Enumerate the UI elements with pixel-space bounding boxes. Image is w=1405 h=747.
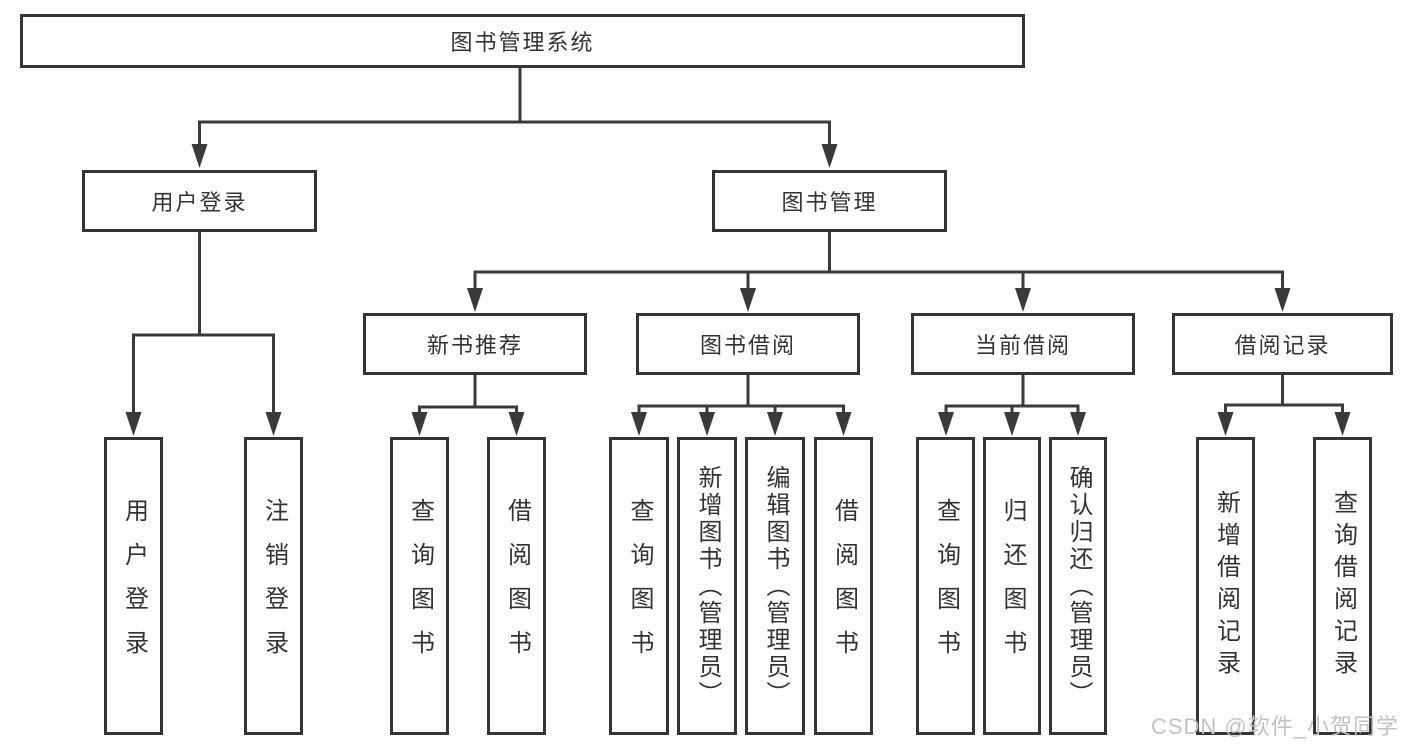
- node-current-borrowing-label: 当前借阅: [974, 333, 1071, 358]
- node-new-book-recommend-label: 新书推荐: [426, 333, 523, 358]
- leaf-edit-books-admin: 编辑图书（管理员）: [745, 437, 805, 735]
- leaf-borrowing-borrow-books-label: 借阅图书: [830, 498, 858, 674]
- csdn-watermark: CSDN @软件_小贺同学: [1150, 714, 1399, 739]
- leaf-return-books-label: 归还图书: [999, 498, 1026, 674]
- node-root-label: 图书管理系统: [450, 30, 595, 55]
- leaf-borrowing-query-books-label: 查询图书: [626, 498, 653, 674]
- leaf-add-books-admin-label: 新增图书（管理员）: [694, 464, 721, 708]
- leaf-borrowing-borrow-books: 借阅图书: [814, 437, 873, 735]
- leaf-current-query-books-label: 查询图书: [932, 498, 960, 674]
- leaf-logout-label: 注销登录: [260, 498, 288, 674]
- node-new-book-recommend: 新书推荐: [363, 313, 587, 375]
- leaf-confirm-return-admin: 确认归还（管理员）: [1049, 437, 1107, 735]
- leaf-add-borrow-record: 新增借阅记录: [1196, 437, 1255, 735]
- leaf-query-borrow-record-label: 查询借阅记录: [1329, 490, 1357, 682]
- leaf-user-login: 用户登录: [104, 437, 163, 735]
- node-book-management-label: 图书管理: [781, 190, 878, 215]
- leaf-borrowing-query-books: 查询图书: [609, 437, 669, 735]
- leaf-add-borrow-record-label: 新增借阅记录: [1212, 490, 1240, 682]
- node-borrow-records: 借阅记录: [1172, 313, 1393, 375]
- node-book-management: 图书管理: [712, 170, 947, 232]
- node-borrow-records-label: 借阅记录: [1234, 333, 1331, 358]
- leaf-query-borrow-record: 查询借阅记录: [1313, 437, 1372, 735]
- leaf-current-query-books: 查询图书: [916, 437, 975, 735]
- arrowhead-icons: [125, 144, 1351, 436]
- leaf-edit-books-admin-label: 编辑图书（管理员）: [762, 464, 789, 708]
- leaf-newbooks-borrow-books: 借阅图书: [487, 437, 546, 735]
- leaf-add-books-admin: 新增图书（管理员）: [677, 437, 737, 735]
- leaf-confirm-return-admin-label: 确认归还（管理员）: [1065, 464, 1092, 708]
- leaf-newbooks-query-books-label: 查询图书: [406, 498, 434, 674]
- node-user-login-label: 用户登录: [151, 190, 248, 215]
- leaf-return-books: 归还图书: [983, 437, 1041, 735]
- node-book-borrowing: 图书借阅: [636, 313, 860, 375]
- leaf-logout: 注销登录: [244, 437, 303, 735]
- node-root: 图书管理系统: [20, 14, 1025, 68]
- leaf-user-login-label: 用户登录: [120, 498, 148, 674]
- leaf-newbooks-query-books: 查询图书: [390, 437, 449, 735]
- node-current-borrowing: 当前借阅: [911, 313, 1135, 375]
- leaf-newbooks-borrow-books-label: 借阅图书: [503, 498, 531, 674]
- node-book-borrowing-label: 图书借阅: [699, 333, 796, 358]
- node-user-login: 用户登录: [82, 170, 317, 232]
